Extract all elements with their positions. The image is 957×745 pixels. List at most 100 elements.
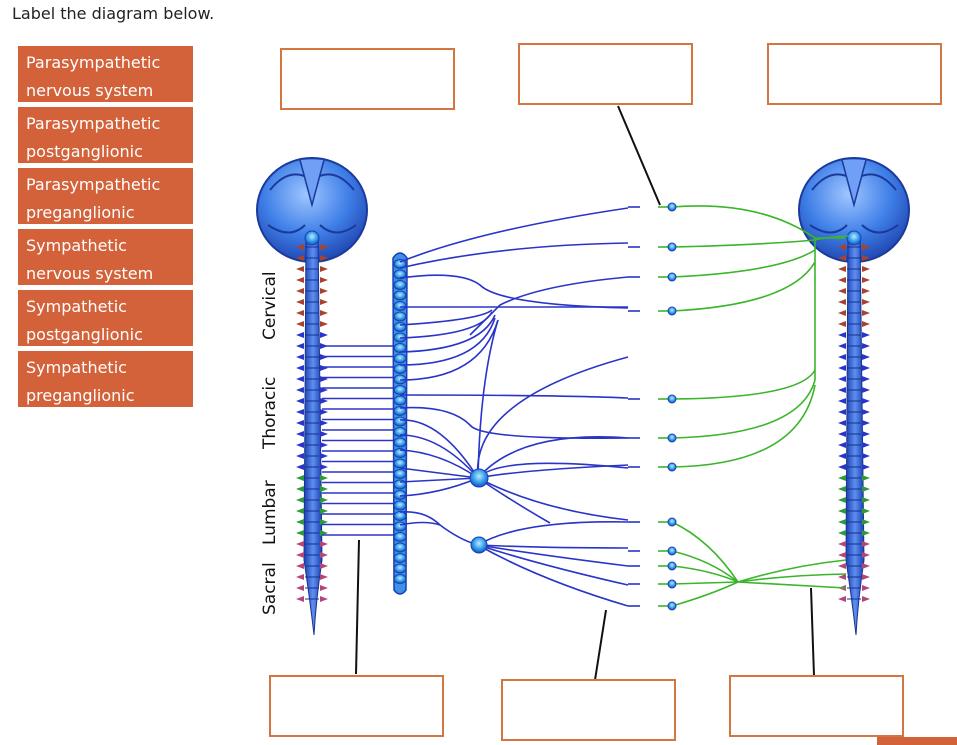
nerve-root <box>296 574 304 580</box>
nerve-root <box>862 431 870 437</box>
nerve-root <box>296 343 304 349</box>
label-line: preganglionic <box>26 203 135 222</box>
nerve-root <box>296 530 304 536</box>
nerve-root <box>296 376 304 382</box>
label-line: preganglionic <box>26 386 135 405</box>
nerve-root <box>862 574 870 580</box>
target-node <box>667 202 677 212</box>
nerve-root <box>838 244 846 250</box>
chain-ganglion <box>393 290 407 301</box>
sympathetic-fibers <box>322 207 629 607</box>
drop-box-bottom-middle[interactable] <box>501 679 676 741</box>
leader-lines <box>355 105 815 681</box>
label-parasympathetic-preganglionic[interactable]: Parasympathetic preganglionic <box>18 168 193 224</box>
nerve-root <box>862 530 870 536</box>
nerve-root <box>838 387 846 393</box>
nerve-root <box>296 508 304 514</box>
target-node <box>667 601 677 611</box>
nerve-root <box>296 442 304 448</box>
label-line: Sympathetic <box>26 236 127 255</box>
nerve-root <box>838 563 846 569</box>
nerve-root <box>296 255 304 261</box>
left-nerve-roots <box>296 244 328 602</box>
nerve-root <box>838 266 846 272</box>
instructions: Label the diagram below. <box>12 4 215 23</box>
nerve-root <box>296 365 304 371</box>
label-sympathetic-preganglionic[interactable]: Sympathetic preganglionic <box>18 351 193 407</box>
region-sacral: Sacral <box>260 562 280 615</box>
chain-ganglion <box>393 280 407 290</box>
chain-ganglion <box>393 343 407 353</box>
chain-ganglion <box>393 385 407 395</box>
nerve-root <box>320 420 328 426</box>
chain-ganglion <box>393 416 407 427</box>
nerve-root <box>862 552 870 558</box>
drop-box-top-left[interactable] <box>280 48 455 110</box>
right-brain <box>798 157 910 263</box>
nerve-root <box>320 409 328 415</box>
nerve-root <box>320 464 328 470</box>
chain-ganglion <box>393 395 407 406</box>
nerve-root <box>862 387 870 393</box>
chain-ganglion <box>393 311 407 322</box>
nerve-root <box>320 442 328 448</box>
nerve-root <box>862 585 870 591</box>
chain-ganglion <box>393 437 407 448</box>
nerve-root <box>838 365 846 371</box>
nerve-root <box>296 277 304 283</box>
nerve-root <box>862 442 870 448</box>
nerve-root <box>838 519 846 525</box>
nerve-root <box>296 563 304 569</box>
nerve-root <box>320 486 328 492</box>
nerve-root <box>862 244 870 250</box>
nerve-root <box>320 563 328 569</box>
nerve-root <box>320 453 328 459</box>
label-bank: Parasympathetic nervous system Parasympa… <box>18 46 193 412</box>
label-line: Parasympathetic <box>26 175 161 194</box>
chain-ganglion <box>393 521 407 532</box>
target-node <box>667 306 677 316</box>
nerve-root <box>320 244 328 250</box>
chain-ganglion <box>393 469 407 479</box>
drop-box-top-middle[interactable] <box>518 43 693 105</box>
nerve-root <box>296 288 304 294</box>
chain-ganglion <box>393 322 407 332</box>
celiac-ganglion <box>469 468 489 488</box>
nerve-root <box>320 299 328 305</box>
label-sympathetic-postganglionic[interactable]: Sympathetic postganglionic <box>18 290 193 346</box>
leader-line <box>594 609 607 681</box>
nerve-root <box>838 354 846 360</box>
label-sympathetic-nervous-system[interactable]: Sympathetic nervous system <box>18 229 193 285</box>
mesenteric-ganglion <box>470 536 488 554</box>
drop-box-top-right[interactable] <box>767 43 942 105</box>
nerve-root <box>862 464 870 470</box>
drop-box-bottom-right[interactable] <box>729 675 904 737</box>
chain-ganglion <box>393 406 407 416</box>
leader-line <box>810 587 815 677</box>
nerve-root <box>320 321 328 327</box>
chain-ganglion <box>393 259 407 269</box>
nerve-root <box>296 266 304 272</box>
label-line: Sympathetic <box>26 358 127 377</box>
nerve-root <box>296 596 304 602</box>
nerve-root <box>862 453 870 459</box>
nerve-root <box>862 332 870 338</box>
label-line: Parasympathetic <box>26 114 161 133</box>
nerve-root <box>838 464 846 470</box>
nerve-root <box>862 508 870 514</box>
nerve-root <box>296 332 304 338</box>
nerve-root <box>320 585 328 591</box>
nerve-root <box>862 563 870 569</box>
nerve-root <box>838 508 846 514</box>
nerve-root <box>838 442 846 448</box>
region-cervical: Cervical <box>260 271 280 340</box>
nerve-root <box>838 453 846 459</box>
label-parasympathetic-nervous-system[interactable]: Parasympathetic nervous system <box>18 46 193 102</box>
nerve-root <box>296 244 304 250</box>
nerve-root <box>862 409 870 415</box>
label-parasympathetic-postganglionic[interactable]: Parasympathetic postganglionic <box>18 107 193 163</box>
nerve-root <box>862 376 870 382</box>
drop-box-bottom-left[interactable] <box>269 675 444 737</box>
chain-ganglion <box>393 353 407 364</box>
